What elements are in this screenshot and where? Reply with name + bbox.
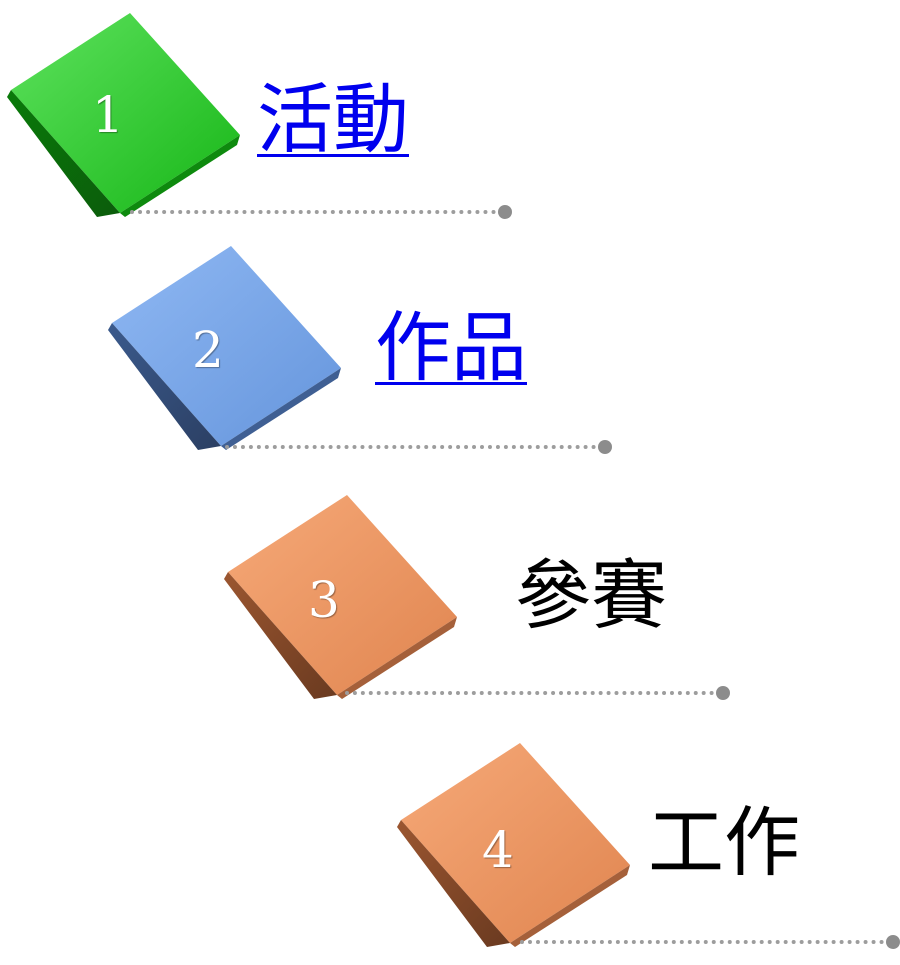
connector-2 — [225, 440, 612, 454]
menu-item-3: 3 參賽 — [0, 0, 900, 700]
item-number-2: 2 — [192, 321, 224, 379]
item-number-4: 4 — [482, 821, 514, 879]
item-label-4: 工作 — [648, 798, 800, 887]
connector-4 — [520, 935, 900, 949]
connector-3 — [345, 686, 730, 700]
item-link-2[interactable]: 作品 — [375, 303, 527, 392]
item-label-3: 參賽 — [515, 551, 667, 640]
item-number-1: 1 — [92, 86, 124, 144]
cube-icon — [224, 495, 457, 699]
dot-icon — [886, 935, 900, 949]
dot-icon — [498, 205, 512, 219]
item-number-3: 3 — [308, 571, 340, 629]
menu-item-2[interactable]: 2 作品 — [0, 0, 900, 454]
menu-item-1[interactable]: 1 活動 — [0, 0, 900, 240]
cube-icon — [397, 743, 630, 947]
cube-icon — [108, 246, 341, 450]
cube-icon — [7, 13, 240, 217]
dot-icon — [598, 440, 612, 454]
dot-icon — [716, 686, 730, 700]
connector-1 — [130, 205, 512, 219]
item-link-1[interactable]: 活動 — [257, 75, 409, 164]
